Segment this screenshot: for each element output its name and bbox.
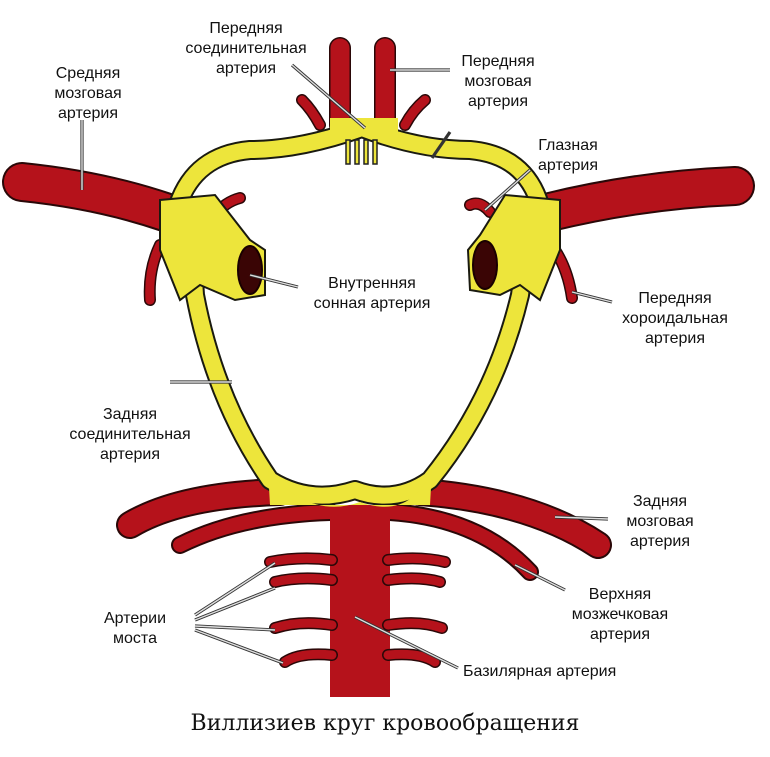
- carotid-lumen-left: [237, 245, 263, 295]
- acom-perforators: [345, 139, 378, 165]
- red-arteries: [2, 37, 755, 697]
- middle-cerebral-arteries: [4, 164, 753, 230]
- leader-lines: [80, 63, 613, 670]
- ophthalmic-artery-right: [465, 199, 495, 217]
- pontine-arteries: [265, 553, 450, 667]
- yellow-circle: [159, 118, 561, 507]
- basilar-artery: [330, 505, 390, 697]
- anterior-cerebral-arteries: [330, 38, 395, 135]
- diagram-title: Виллизиев круг кровообращения: [191, 711, 580, 736]
- posterior-cerebral-arteries: [118, 480, 610, 557]
- superior-cerebellar-arteries: [173, 505, 537, 579]
- label-basilar: Базилярная артерия: [463, 663, 616, 680]
- carotid-lumen-right: [472, 240, 498, 290]
